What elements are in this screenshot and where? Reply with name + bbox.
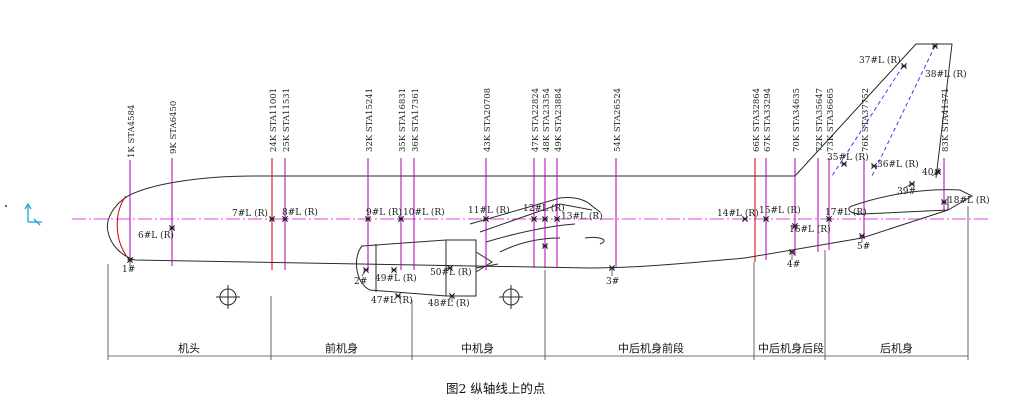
point-marker (742, 216, 748, 222)
nose-gear-symbol (216, 285, 240, 309)
station-label: 66K STA32864 (752, 88, 762, 152)
station-lines (129, 158, 945, 270)
point-label: 50#L (R) (430, 267, 472, 278)
section-label-center: 中机身 (461, 341, 494, 355)
vertical-tail (794, 43, 953, 179)
section-label-forward: 前机身 (325, 341, 358, 355)
station-label: 83K STA41371 (941, 88, 951, 152)
point-marker (542, 243, 548, 249)
station-label: 47K STA22824 (531, 88, 541, 152)
leader-lines (129, 171, 939, 302)
point-label: 15#L (R) (759, 205, 801, 216)
point-label: 14#L (R) (717, 208, 759, 219)
point-label: 5# (857, 242, 870, 252)
point-label: 12#L (R) (523, 203, 565, 214)
section-dimension (107, 206, 969, 360)
fuselage-outline (106, 175, 949, 269)
section-label-mid-aft-rear: 中后机身后段 (758, 341, 824, 355)
section-label-aft: 后机身 (880, 341, 913, 355)
point-label: 7#L (R) (232, 208, 268, 219)
point-marker (792, 223, 798, 229)
tail-dashed-lines (831, 45, 936, 177)
station-label: 72K STA35647 (815, 88, 825, 152)
point-marker (826, 216, 832, 222)
point-label: 6#L (R) (138, 230, 174, 241)
point-marker (447, 265, 453, 271)
point-marker (365, 216, 371, 222)
point-label: 13#L (R) (561, 211, 603, 222)
horizontal-stabilizer (848, 189, 974, 215)
point-marker (531, 216, 537, 222)
main-gear-symbol (499, 285, 523, 309)
station-label: 73K STA36665 (826, 88, 836, 152)
point-label: 39# (897, 187, 916, 197)
point-marker (554, 216, 560, 222)
point-marker (269, 216, 275, 222)
point-label: 35#L (R) (827, 152, 869, 163)
point-marker (871, 163, 877, 169)
point-label: 49#L (R) (375, 273, 417, 284)
station-label: 76K STA37752 (861, 88, 871, 152)
point-label: 36#L (R) (877, 159, 919, 170)
point-label: 16#L (R) (789, 224, 831, 235)
station-label: 43K STA20708 (483, 88, 493, 152)
point-markers (127, 43, 947, 299)
station-label: 36K STA17361 (411, 88, 421, 152)
point-label: 37#L (R) (859, 55, 901, 66)
point-label: 10#L (R) (403, 207, 445, 218)
point-label: 11#L (R) (468, 205, 510, 216)
point-label: 17#L (R) (825, 207, 867, 218)
section-label-nose: 机头 (178, 341, 200, 355)
point-label: 2# (354, 277, 367, 287)
point-marker (391, 267, 397, 273)
wing (469, 197, 605, 253)
station-label: 35K STA16831 (398, 88, 408, 152)
station-label: 54K STA26524 (613, 88, 623, 152)
point-label: 1# (122, 265, 135, 275)
station-label: 32K STA15241 (365, 88, 375, 152)
figure-caption: 图2 纵轴线上的点 (446, 381, 545, 396)
point-marker (282, 216, 288, 222)
station-label: 24K STA11001 (269, 88, 279, 152)
point-marker (398, 216, 404, 222)
axis-icon (24, 202, 42, 226)
point-marker (763, 216, 769, 222)
station-label: 1K STA4584 (127, 105, 137, 158)
point-label: 47#L (R) (371, 295, 413, 306)
point-label: 40# (922, 168, 941, 178)
point-marker (901, 63, 907, 69)
section-label-mid-aft-front: 中后机身前段 (618, 341, 684, 355)
station-label: 67K STA33294 (763, 88, 773, 152)
point-marker (542, 216, 548, 222)
engine-nacelle (355, 239, 499, 297)
point-label: 18#L (R) (948, 195, 990, 206)
point-marker (932, 43, 938, 49)
station-label: 49K STA23884 (554, 88, 564, 152)
point-label: 4# (787, 260, 800, 270)
station-labels: 1K STA4584 9K STA6450 24K STA11001 25K S… (127, 88, 951, 158)
station-label: 9K STA6450 (169, 101, 179, 154)
point-label: 48#L (R) (428, 298, 470, 309)
station-label: 25K STA11531 (282, 88, 292, 152)
point-label: 9#L (R) (366, 207, 402, 218)
point-labels: 1# 2# 3# 4# 5# 6#L (R) 7#L (R) 8#L (R) 9… (122, 55, 990, 309)
point-marker (483, 216, 489, 222)
dot-mark (5, 205, 7, 207)
station-label: 70K STA34635 (792, 88, 802, 152)
point-label: 3# (606, 277, 619, 287)
point-label: 8#L (R) (282, 207, 318, 218)
point-marker (169, 225, 175, 231)
station-label: 48K STA23354 (542, 88, 552, 152)
section-labels: 机头 前机身 中机身 中后机身前段 中后机身后段 后机身 (178, 341, 913, 355)
point-label: 38#L (R) (925, 69, 967, 80)
point-marker (841, 161, 847, 167)
point-marker (941, 199, 947, 205)
